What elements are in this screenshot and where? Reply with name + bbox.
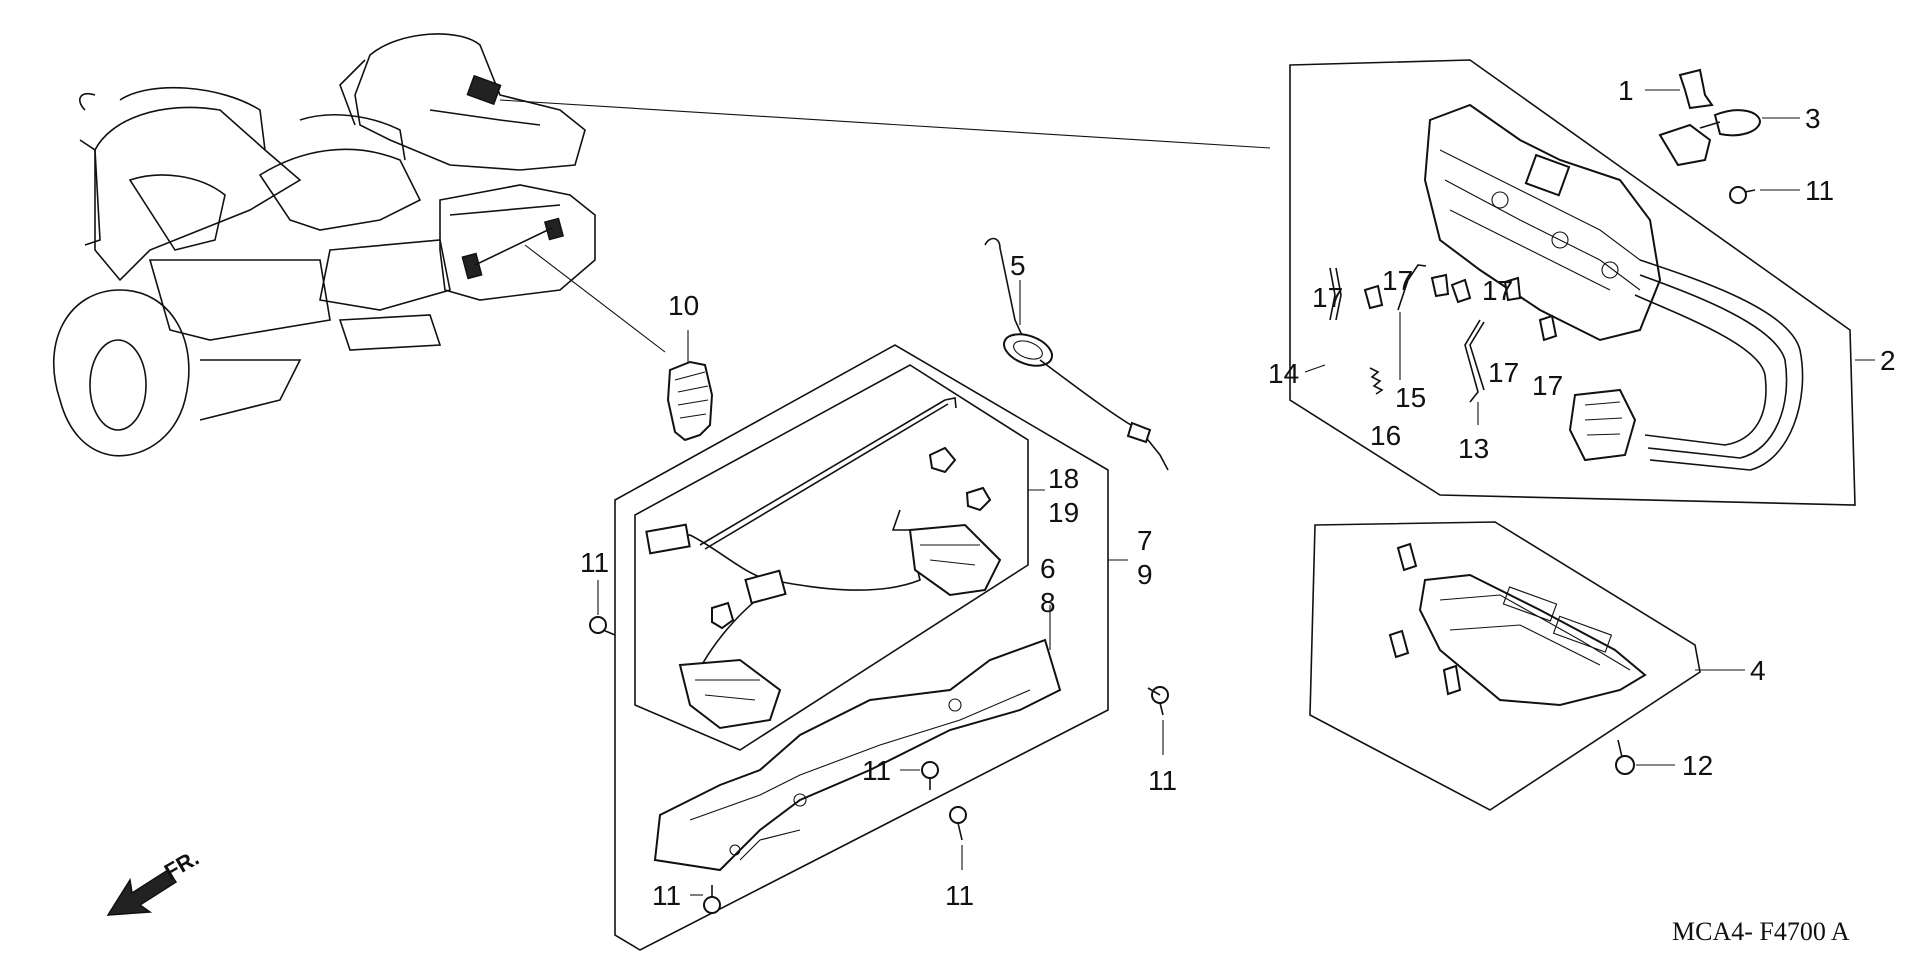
callout-17: 17 xyxy=(1532,370,1563,401)
callout-18: 18 xyxy=(1048,463,1079,494)
callout-14: 14 xyxy=(1268,358,1299,389)
callout-11: 11 xyxy=(1148,765,1177,796)
callout-11: 11 xyxy=(1805,175,1834,206)
screw-11-left xyxy=(589,580,616,636)
callout-4: 4 xyxy=(1750,655,1766,686)
callout-11: 11 xyxy=(945,880,974,911)
callout-17: 17 xyxy=(1312,282,1343,313)
leader-line-saddlebag xyxy=(524,244,666,353)
diagram-code: MCA4- F4700 A xyxy=(1672,917,1850,946)
callout-7: 7 xyxy=(1137,525,1153,556)
leader-14 xyxy=(1304,364,1326,373)
trunk-lock-assembly xyxy=(1289,59,1856,506)
callout-labels: 1 3 11 2 17 17 17 17 17 14 15 16 13 5 10… xyxy=(580,75,1896,911)
callout-9: 9 xyxy=(1137,559,1153,590)
latch-plate-assembly xyxy=(1309,521,1701,811)
screw-12 xyxy=(1615,739,1675,775)
screw-11-top-right xyxy=(1729,186,1800,204)
front-direction-arrow: FR. xyxy=(106,845,203,916)
screw-11-mid xyxy=(900,761,939,790)
callout-8: 8 xyxy=(1040,587,1056,618)
screw-11-bottom-mid xyxy=(949,806,967,870)
screw-11-bottom-left xyxy=(690,885,721,914)
callout-6: 6 xyxy=(1040,553,1056,584)
callout-19: 19 xyxy=(1048,497,1079,528)
saddlebag-latch-assembly xyxy=(614,344,1109,951)
screw-11-right-center xyxy=(1147,686,1169,755)
callout-1: 1 xyxy=(1618,75,1634,106)
callout-11: 11 xyxy=(862,755,891,786)
part-10-connector xyxy=(666,360,714,442)
callout-17: 17 xyxy=(1488,357,1519,388)
callout-5: 5 xyxy=(1010,250,1026,281)
callout-17: 17 xyxy=(1482,275,1513,306)
motorcycle-illustration xyxy=(52,33,596,457)
callout-3: 3 xyxy=(1805,103,1821,134)
callout-11: 11 xyxy=(580,547,609,578)
callout-2: 2 xyxy=(1880,345,1896,376)
callout-17: 17 xyxy=(1382,265,1413,296)
part-5-cable xyxy=(984,237,1169,471)
leader-line-trunk xyxy=(499,99,1271,149)
callout-16: 16 xyxy=(1370,420,1401,451)
callout-15: 15 xyxy=(1395,382,1426,413)
callout-10: 10 xyxy=(668,290,699,321)
callout-11: 11 xyxy=(652,880,681,911)
callout-13: 13 xyxy=(1458,433,1489,464)
callout-12: 12 xyxy=(1682,750,1713,781)
